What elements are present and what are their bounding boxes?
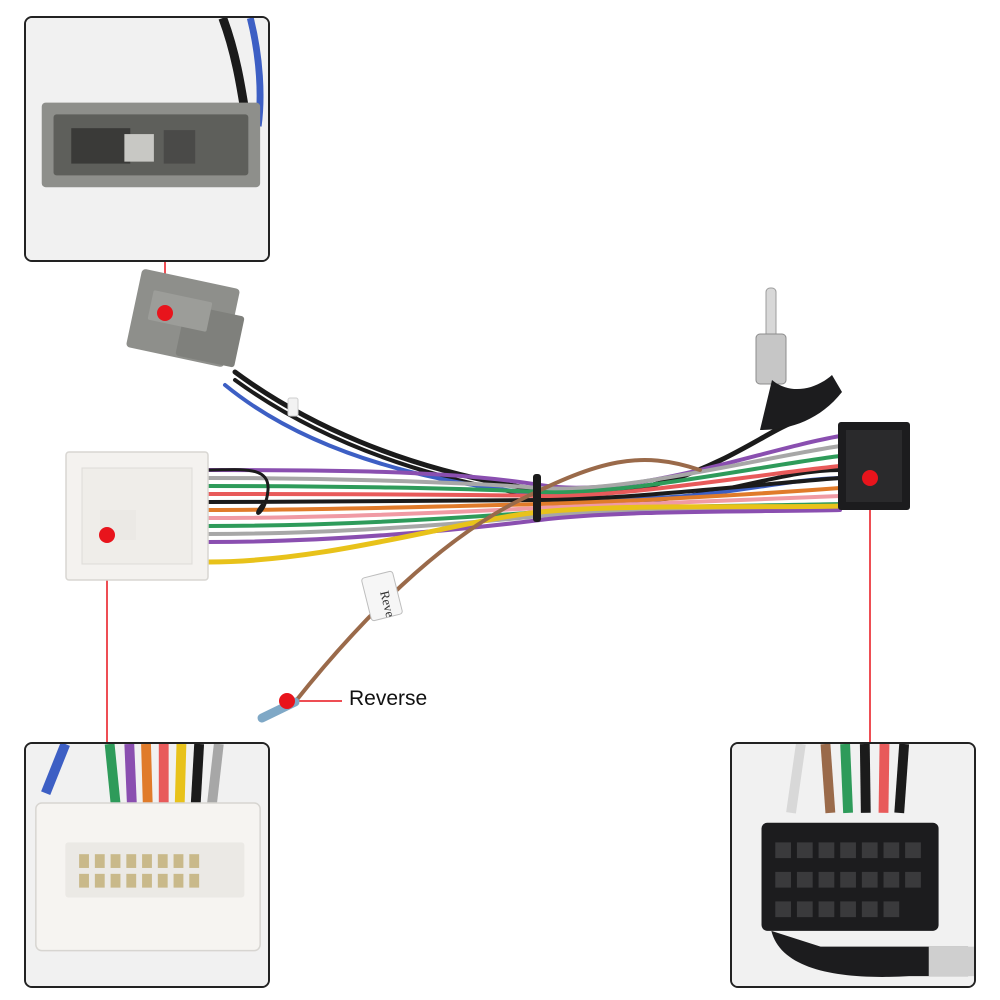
wire-bundle bbox=[205, 369, 843, 704]
wire-blue bbox=[223, 383, 842, 501]
inset-gray-connector bbox=[24, 16, 270, 262]
reverse-label: Reverse bbox=[349, 687, 428, 710]
white-connector bbox=[65, 451, 209, 581]
callout-dot-gray-connector bbox=[157, 305, 173, 321]
white-tie bbox=[287, 397, 299, 417]
antenna-plug bbox=[755, 287, 842, 430]
gray-connector bbox=[126, 269, 245, 368]
cable-tie bbox=[533, 474, 541, 522]
callout-dot-reverse bbox=[279, 693, 295, 709]
wire-brown-reverse bbox=[293, 458, 702, 704]
black-iso-connector bbox=[838, 422, 910, 510]
callout-dots bbox=[99, 305, 878, 709]
inset-black-connector bbox=[730, 742, 976, 988]
reverse-tag-text: Reve bbox=[377, 589, 398, 619]
inset-white-connector bbox=[24, 742, 270, 988]
callout-dot-black-connector bbox=[862, 470, 878, 486]
wire-loop bbox=[206, 468, 270, 515]
callout-dot-white-connector bbox=[99, 527, 115, 543]
